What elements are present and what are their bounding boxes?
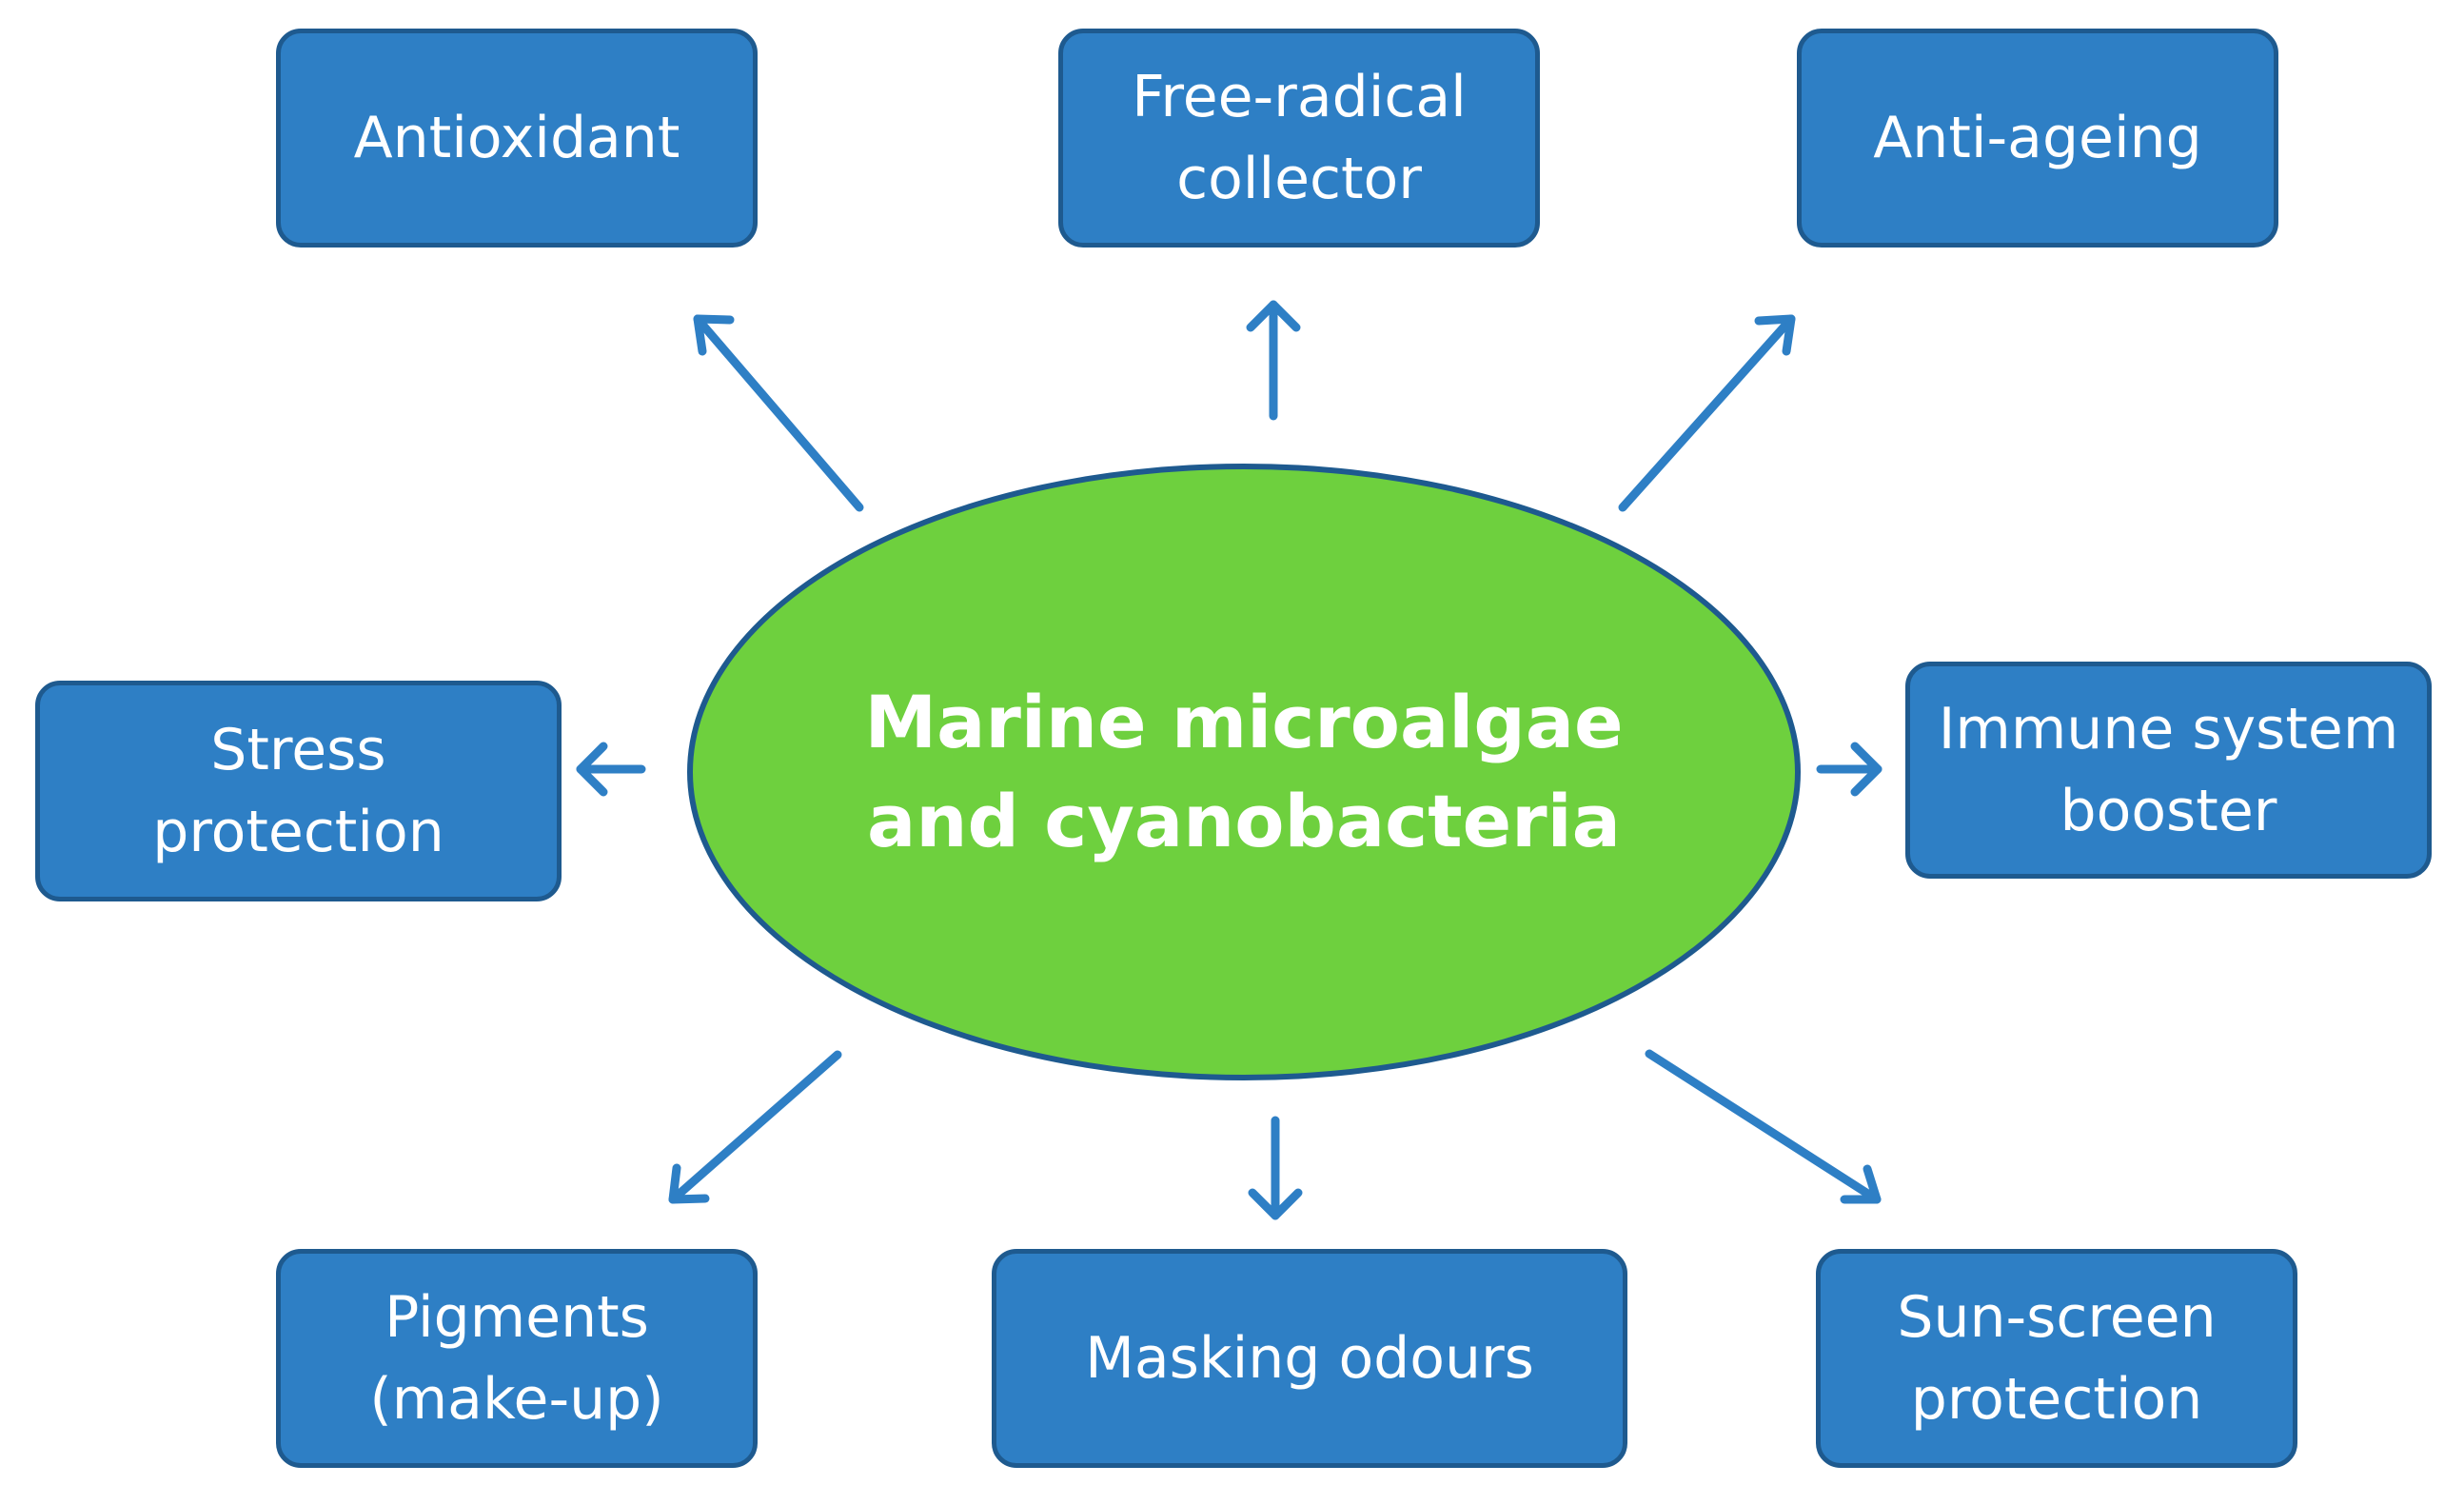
node-anti-ageing: Anti-ageing [1797,29,2278,248]
node-free-radical-collector: Free-radical collector [1058,29,1540,248]
arrow-to-free-radical-collector [1246,300,1301,421]
node-sun-screen-protection: Sun-screen protection [1816,1249,2297,1468]
center-node-marine-microalgae: Marine microalgae and cyanobacteria [687,464,1801,1080]
arrow-to-immune-system-booster [1816,742,1882,797]
arrow-to-anti-ageing [1618,314,1796,512]
arrow-to-masking-odours [1248,1116,1303,1220]
arrow-to-pigments [668,1050,842,1204]
node-masking-odours: Masking odours [992,1249,1627,1468]
arrow-to-stress-protection [576,742,646,797]
arrow-to-antioxidant [693,314,864,512]
arrow-to-sun-screen-protection [1645,1049,1882,1204]
node-immune-system-booster: Immune system booster [1905,662,2432,879]
node-stress-protection: Stress protection [35,681,562,901]
node-pigments: Pigments (make-up) [276,1249,758,1468]
node-antioxidant: Antioxidant [276,29,758,248]
